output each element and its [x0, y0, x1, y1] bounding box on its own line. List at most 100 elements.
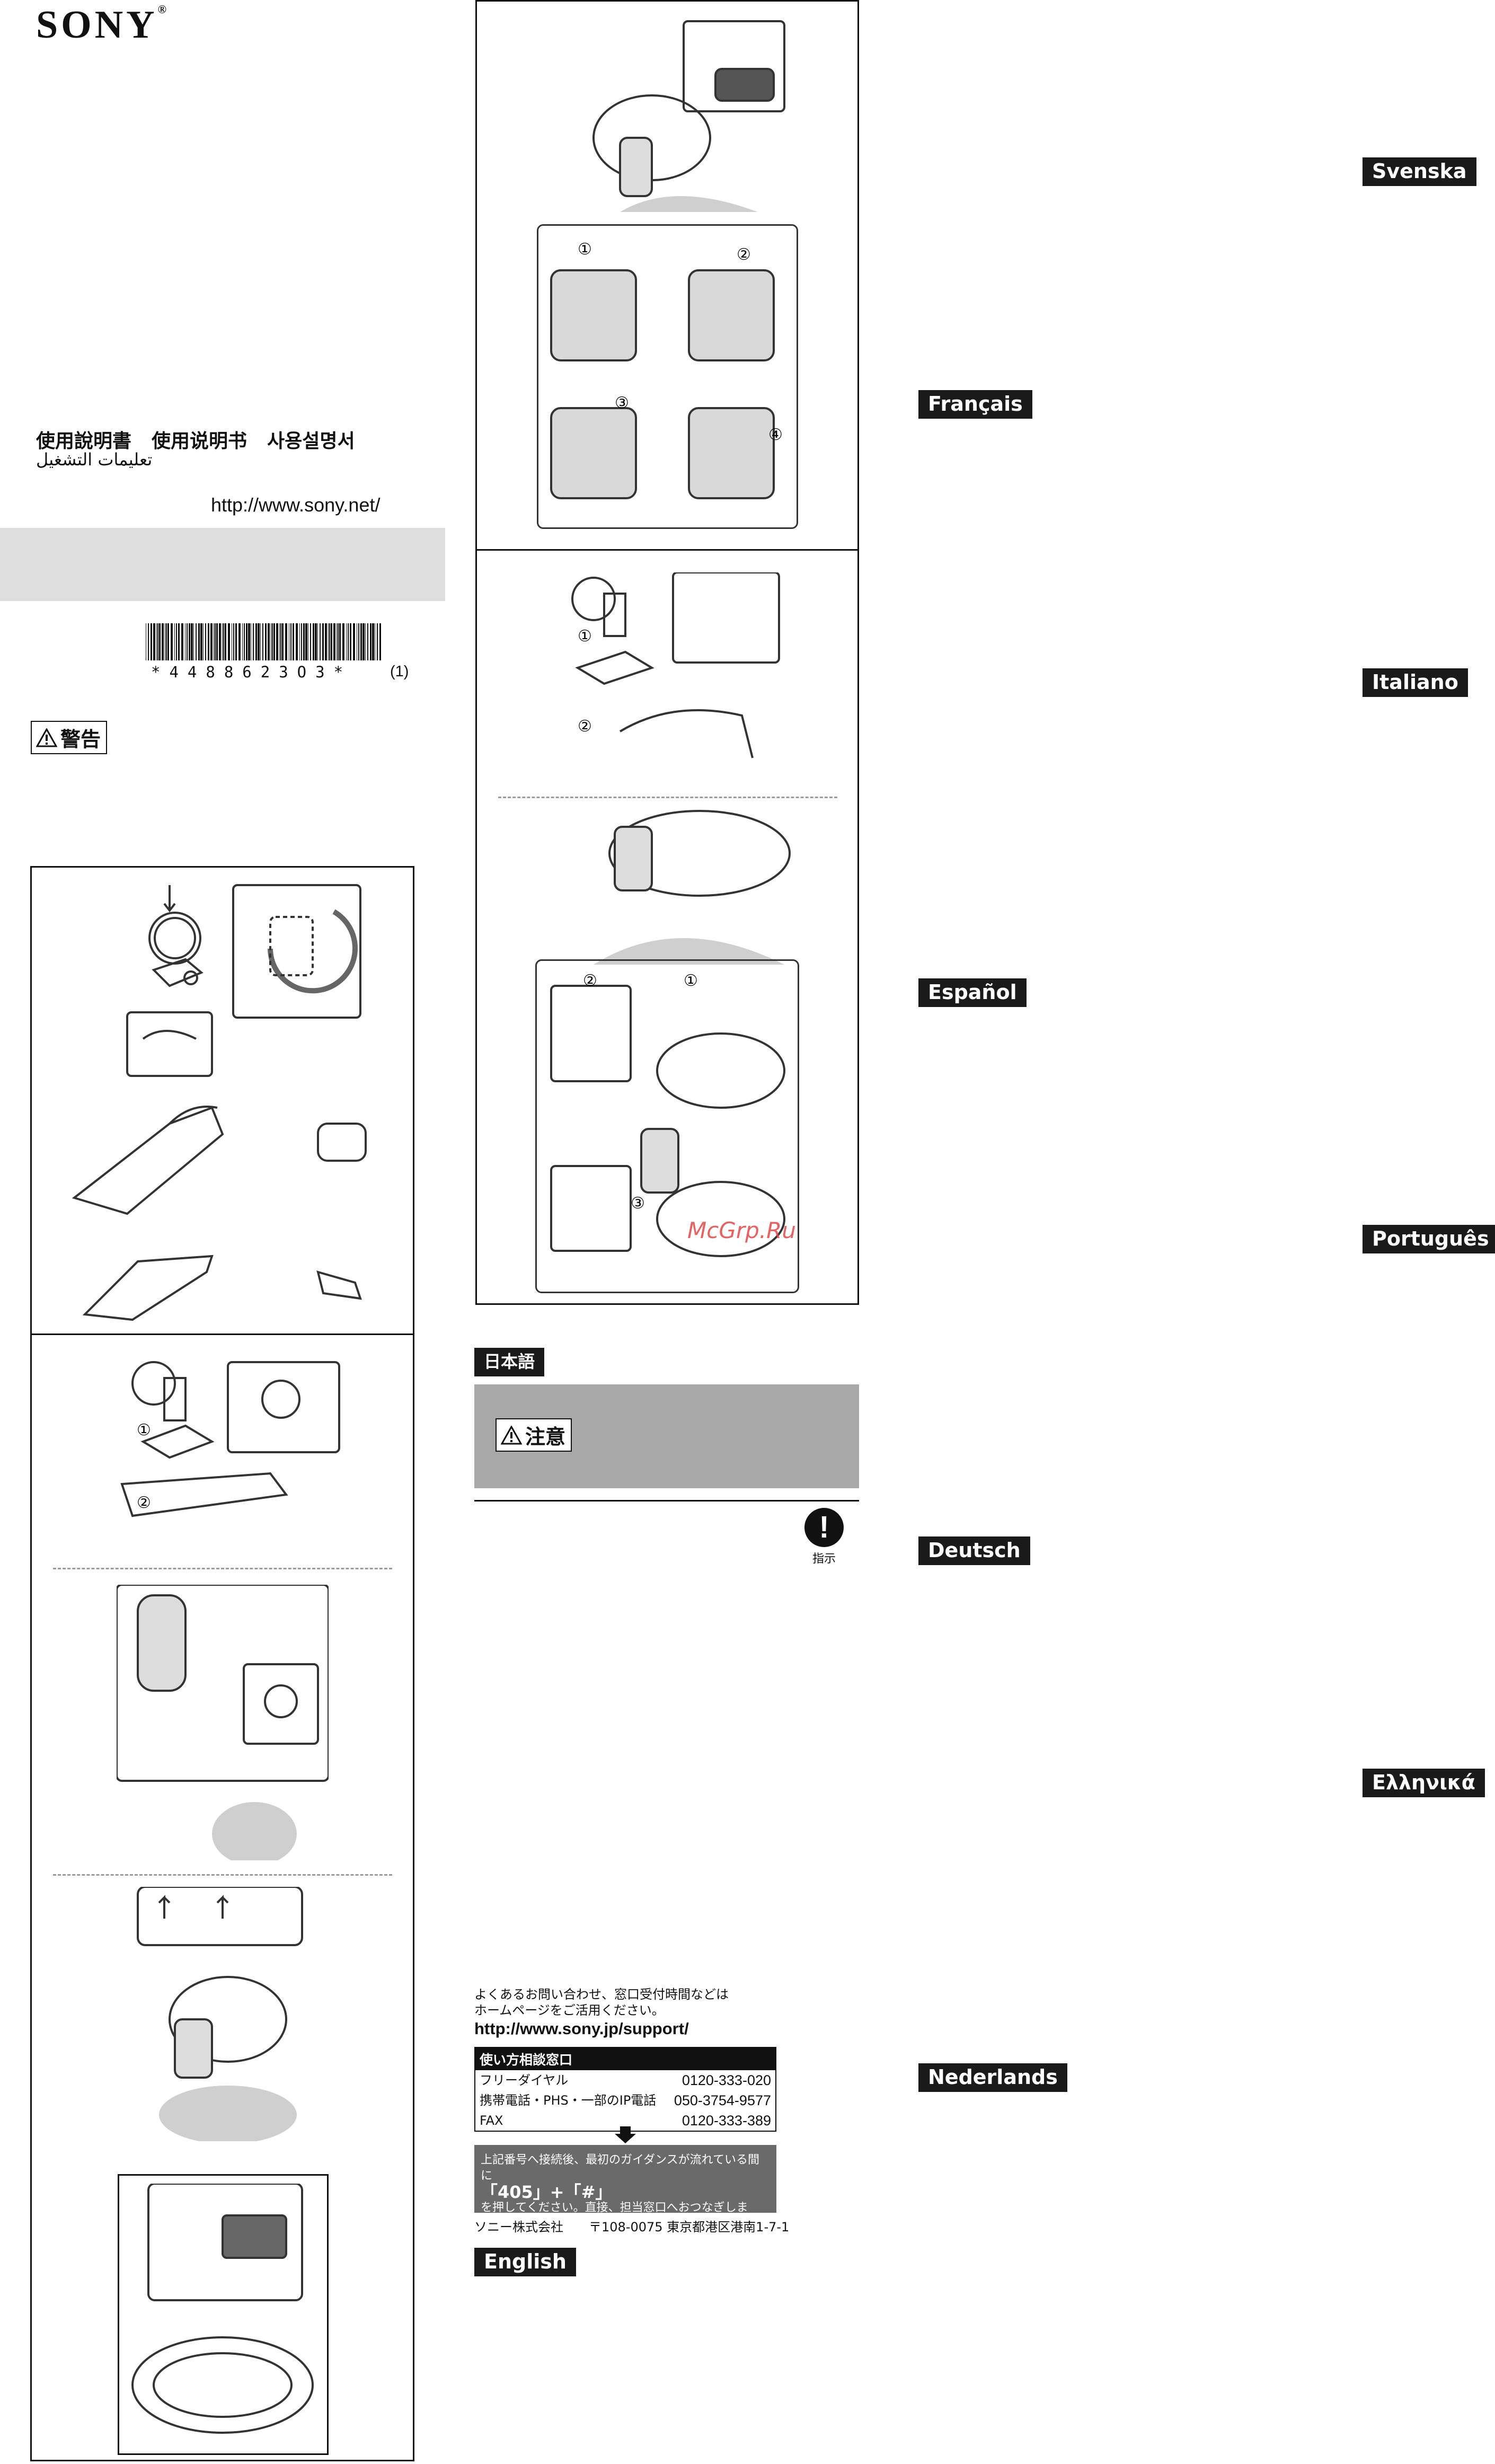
camera-on-head-illustration	[117, 1585, 329, 1860]
lang-label-espanol: Español	[918, 978, 1027, 1007]
barcode-bar	[296, 623, 298, 660]
contact-table: 使い方相談窓口 フリーダイヤル 0120-333-020 携帯電話・PHS・一部…	[474, 2047, 776, 2132]
barcode-bar	[162, 623, 164, 660]
barcode-bar	[279, 623, 280, 660]
step-marker-2: ②	[583, 972, 597, 990]
barcode-bar	[225, 623, 226, 660]
barcode-bar	[253, 623, 254, 660]
step-marker-4: ④	[768, 426, 783, 444]
warning-triangle-icon	[501, 1425, 522, 1444]
barcode-bar	[178, 623, 180, 660]
barcode-bar	[238, 623, 241, 660]
barcode-bar	[181, 623, 183, 660]
dashed-divider	[53, 1568, 392, 1569]
barcode-bar	[200, 623, 202, 660]
barcode-bar	[203, 623, 204, 660]
panel-separator	[30, 1333, 414, 1335]
contact-row: 携帯電話・PHS・一部のIP電話 050-3754-9577	[480, 2092, 771, 2108]
title-korean: 사용설명서	[267, 430, 355, 452]
helmet-mount-illustration: ① ②	[571, 572, 780, 758]
barcode-bar	[205, 623, 206, 660]
barcode-bar	[310, 623, 311, 660]
barcode-bar	[210, 623, 213, 660]
lang-label-ellinika: Ελληνικά	[1363, 1769, 1485, 1797]
barcode-bar	[246, 623, 247, 660]
barcode-bar	[362, 623, 365, 660]
step-marker-1: ①	[684, 972, 698, 990]
barcode-bar	[348, 623, 349, 660]
barcode-bar	[222, 623, 223, 660]
title-arabic: تعليمات التشغيل	[36, 449, 153, 470]
warning-label: 警告	[31, 721, 108, 754]
barcode-suffix: (1)	[390, 663, 409, 680]
barcode-bar	[193, 623, 194, 660]
barcode-bar	[290, 623, 291, 660]
barcode-bar	[262, 623, 263, 660]
barcode-bar	[248, 623, 250, 660]
exclamation-icon: !	[804, 1508, 844, 1547]
panel-separator	[475, 549, 859, 551]
barcode-bar	[244, 623, 245, 660]
warning-triangle-icon	[36, 728, 57, 747]
barcode-bar	[176, 623, 177, 660]
support-intro: よくあるお問い合わせ、窓口受付時間などは ホームページをご活用ください。	[474, 1987, 729, 2018]
section-rule	[474, 1500, 859, 1502]
barcode-bar	[157, 623, 158, 660]
barcode-bar	[191, 623, 193, 660]
barcode-bar	[156, 623, 157, 660]
barcode-bar	[215, 623, 216, 660]
barcode-bar	[293, 623, 294, 660]
strap-adjust-illustration	[131, 2184, 314, 2434]
grey-band	[0, 528, 445, 601]
sony-url-link[interactable]: http://www.sony.net/	[211, 494, 381, 516]
barcode-bar	[325, 623, 327, 660]
barcode-bar	[305, 623, 307, 660]
support-url-link[interactable]: http://www.sony.jp/support/	[474, 2019, 689, 2038]
head-strap-illustration	[72, 1106, 367, 1215]
barcode-bar	[313, 623, 314, 660]
barcode-bar	[272, 623, 273, 660]
barcode-bar	[258, 623, 260, 660]
dashed-divider	[53, 1874, 392, 1876]
barcode-bar	[360, 623, 362, 660]
bike-helmet-illustration	[594, 810, 791, 965]
barcode-bar	[317, 623, 318, 660]
barcode-bar	[255, 623, 257, 660]
barcode-bar	[338, 623, 339, 660]
guidance-box: 上記番号へ接続後、最初のガイダンスが流れている間に 「405」+「#」 を押して…	[474, 2145, 776, 2230]
caution-label: 注意	[496, 1418, 572, 1452]
barcode-bar	[333, 623, 335, 660]
lang-label-deutsch: Deutsch	[918, 1536, 1030, 1565]
barcode-number: *4488623O3*	[151, 663, 352, 681]
barcode-bar	[167, 623, 169, 660]
middle-illustration-panel	[475, 0, 859, 1305]
step-marker-2: ②	[137, 1494, 151, 1512]
title-simplified-chinese: 使用说明书	[152, 430, 247, 452]
barcode-bar	[273, 623, 275, 660]
barcode-bar	[377, 623, 378, 660]
barcode-bar	[372, 623, 374, 660]
company-info: ソニー株式会社〒108-0075 東京都港区港南1-7-1	[474, 2220, 790, 2235]
instruction-mark: ! 指示	[801, 1508, 847, 1566]
barcode-bar	[320, 623, 321, 660]
barcode-bar	[216, 623, 218, 660]
barcode-bar	[242, 623, 243, 660]
manual-titles: 使用說明書使用说明书 사용설명서	[36, 426, 375, 453]
contact-row: フリーダイヤル 0120-333-020	[480, 2072, 771, 2088]
barcode-bar	[174, 623, 175, 660]
barcode-bar	[166, 623, 167, 660]
step-marker-1: ①	[578, 240, 592, 259]
strap-adjust-inset	[118, 2174, 329, 2455]
mount-adapter-illustration	[126, 884, 361, 1077]
lang-label-portugues: Português	[1363, 1225, 1495, 1253]
barcode-bar	[280, 623, 281, 660]
step-marker-2: ②	[737, 245, 751, 264]
sony-logo: SONY®	[36, 3, 170, 47]
barcode-bar	[228, 623, 230, 660]
lang-label-english: English	[474, 2248, 576, 2276]
barcode-bar	[365, 623, 366, 660]
helmet-side-illustration	[592, 20, 785, 212]
title-traditional-chinese: 使用說明書	[36, 430, 132, 452]
contact-row: FAX 0120-333-389	[480, 2113, 771, 2129]
barcode-bar	[328, 623, 329, 660]
